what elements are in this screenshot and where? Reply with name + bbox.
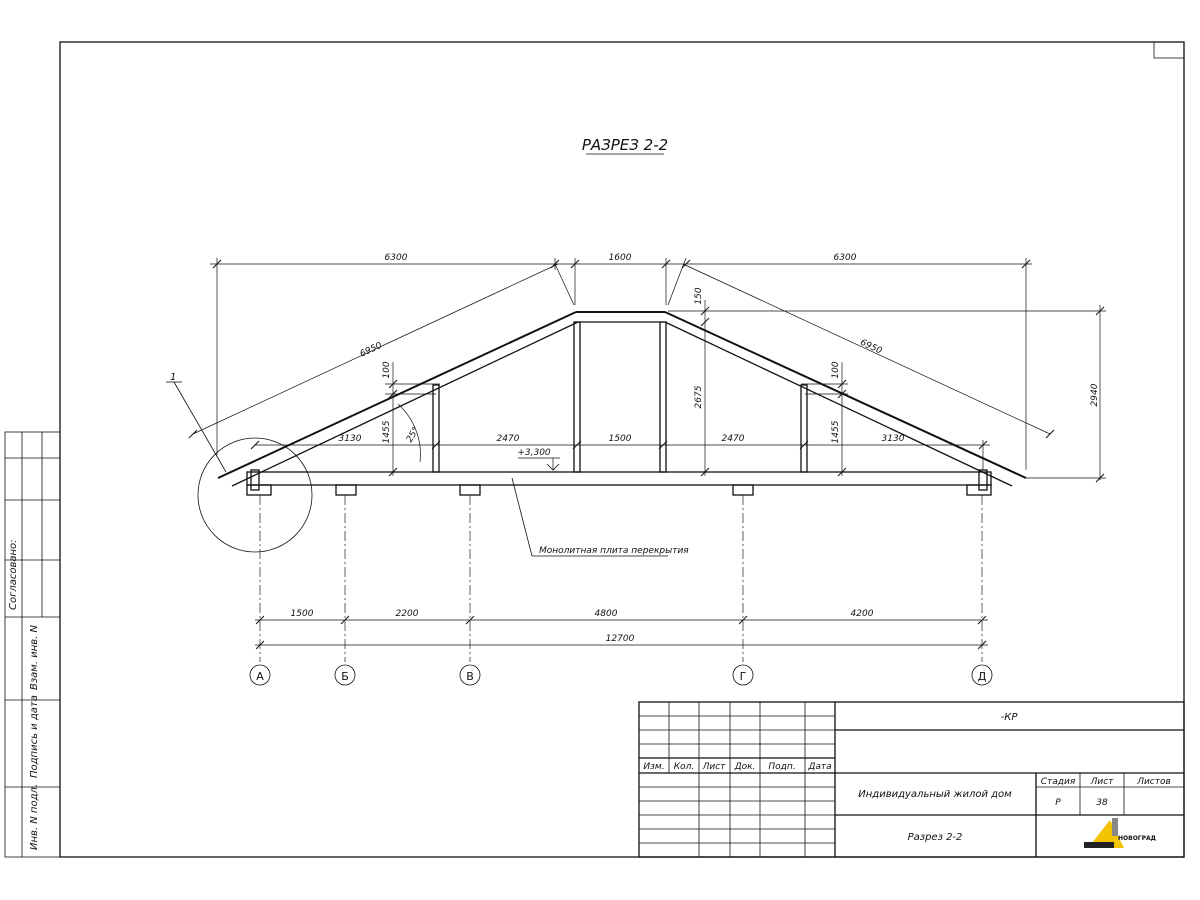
callout-leader — [173, 381, 227, 473]
bottom-dimension-chain — [255, 615, 988, 650]
level-mark — [518, 457, 560, 471]
tb-project: Индивидуальный жилой дом — [858, 789, 1012, 800]
tb-col-list: Лист — [702, 762, 727, 772]
title-block — [638, 701, 1185, 858]
dim-right-100: 100 — [831, 361, 841, 378]
dim-top-mid: 1600 — [609, 253, 632, 263]
dim-bottom-total: 12700 — [606, 634, 635, 644]
dim-top-right: 6300 — [834, 253, 857, 263]
dim-bottom-4200: 4200 — [851, 609, 874, 619]
roof-structure — [217, 311, 1027, 491]
callout-number: 1 — [170, 372, 176, 383]
dim-2675: 2675 — [694, 385, 704, 408]
dim-3130-left: 3130 — [339, 434, 362, 444]
left-post-dims — [385, 362, 440, 477]
right-vertical-dims — [668, 300, 1106, 483]
horizontal-chain — [250, 440, 990, 470]
dim-rafter-left: 6950 — [359, 341, 384, 360]
dim-2470-left: 2470 — [497, 434, 520, 444]
tb-col-izm: Изм. — [643, 762, 664, 772]
axis-bubbles: А Б В Г Д — [249, 664, 993, 686]
axis-label-v: В — [466, 670, 474, 683]
slab-label: Монолитная плита перекрытия — [539, 546, 689, 556]
axis-label-g: Г — [740, 670, 747, 683]
dim-2470-right: 2470 — [722, 434, 745, 444]
dim-right-1455: 1455 — [831, 420, 841, 443]
dim-3130-right: 3130 — [882, 434, 905, 444]
drawing-frame — [59, 41, 1185, 858]
dim-left-1455: 1455 — [382, 420, 392, 443]
axis-label-d: Д — [978, 670, 987, 683]
right-post-dims — [801, 362, 848, 477]
axis-lines — [259, 495, 983, 662]
rafter-dimensions — [188, 263, 1055, 439]
dim-bottom-2200: 2200 — [396, 609, 419, 619]
slab-leader — [511, 477, 533, 557]
tb-sheet-value: 38 — [1096, 798, 1108, 808]
axis-bubble — [971, 664, 993, 686]
level-value: +3,300 — [517, 448, 551, 458]
axis-label-a: А — [256, 670, 264, 683]
tb-sheet-label: Лист — [1090, 777, 1115, 787]
dim-left-100: 100 — [382, 361, 392, 378]
axis-label-b: Б — [341, 670, 349, 683]
dim-top-left: 6300 — [385, 253, 408, 263]
axis-bubble — [249, 664, 271, 686]
tb-sheet-name: Разрез 2-2 — [908, 832, 963, 843]
dim-bottom-4800: 4800 — [595, 609, 618, 619]
corner-box — [1153, 41, 1185, 59]
side-stamp: Согласовано: Взам. инв. N Подпись и дата… — [4, 431, 61, 858]
detail-callout-circle — [197, 437, 313, 553]
tb-code: -КР — [1001, 712, 1019, 723]
company-logo: НОВОГРАД — [1084, 818, 1156, 848]
dim-1500-mid: 1500 — [609, 434, 632, 444]
axis-bubble — [459, 664, 481, 686]
podpis-label: Подпись и дата — [29, 695, 40, 778]
tb-col-dok: Док. — [734, 762, 756, 772]
dim-bottom-1500: 1500 — [291, 609, 314, 619]
logo-text: НОВОГРАД — [1118, 835, 1156, 842]
tb-sheets-label: Листов — [1136, 777, 1171, 787]
axis-bubble — [732, 664, 754, 686]
floor-slab — [246, 471, 992, 496]
soglasovano-label: Согласовано: — [8, 539, 19, 610]
dim-rafter-right: 6950 — [858, 338, 883, 357]
tb-col-kol: Кол. — [674, 762, 695, 772]
dim-2940: 2940 — [1090, 383, 1100, 406]
axis-bubble — [334, 664, 356, 686]
tb-stage-label: Стадия — [1041, 777, 1076, 787]
angle-arc — [397, 403, 421, 463]
inv-label: Инв. N подл. — [29, 784, 40, 850]
vzam-label: Взам. инв. N — [29, 625, 40, 690]
section-title: РАЗРЕЗ 2-2 — [582, 136, 668, 154]
tb-col-podp: Подп. — [768, 762, 795, 772]
dim-150: 150 — [694, 287, 704, 304]
tb-col-data: Дата — [807, 762, 831, 772]
tb-stage-value: Р — [1055, 798, 1061, 808]
